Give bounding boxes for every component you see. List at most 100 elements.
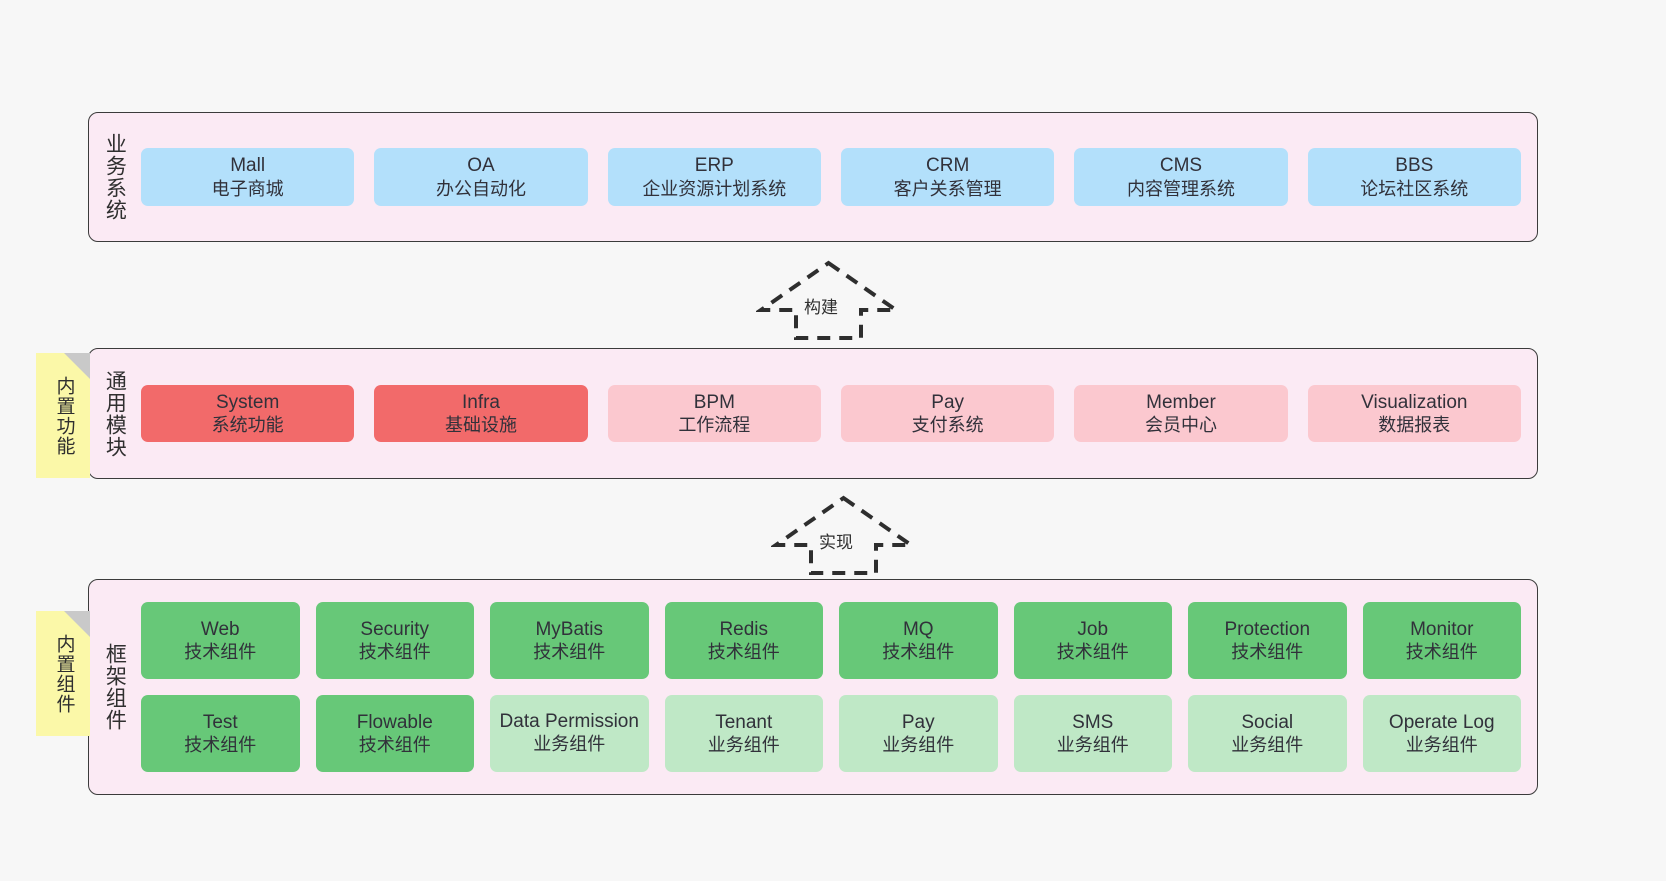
node-data-permission[interactable]: Data Permission 业务组件 (490, 695, 649, 772)
layer-body-generic-module: System 系统功能 Infra 基础设施 BPM 工作流程 Pay 支付系统… (135, 349, 1537, 478)
node-title-en: Member (1146, 391, 1216, 413)
node-title-en: Security (360, 618, 430, 640)
node-title-cn: 办公自动化 (435, 178, 526, 199)
node-erp[interactable]: ERP 企业资源计划系统 (607, 148, 821, 206)
node-redis[interactable]: Redis 技术组件 (664, 602, 823, 679)
node-bpm[interactable]: BPM 工作流程 (607, 384, 821, 443)
node-oa[interactable]: OA 办公自动化 (374, 148, 588, 206)
node-row: System 系统功能 Infra 基础设施 BPM 工作流程 Pay 支付系统… (141, 384, 1521, 443)
node-tenant[interactable]: Tenant 业务组件 (664, 695, 823, 772)
layer-body-business-system: Mall 电子商城 OA 办公自动化 ERP 企业资源计划系统 CRM 客户关系… (135, 113, 1537, 241)
node-title-cn: 工作流程 (678, 415, 751, 436)
node-title-cn: 系统功能 (211, 415, 284, 436)
node-title-en: CRM (926, 155, 970, 177)
node-title-cn: 技术组件 (1056, 642, 1129, 663)
node-title-en: OA (467, 155, 495, 177)
node-title-en: Mall (230, 155, 266, 177)
node-system[interactable]: System 系统功能 (141, 384, 355, 443)
layer-generic-module[interactable]: 通用模块 System 系统功能 Infra 基础设施 BPM 工作流程 Pay… (88, 348, 1538, 479)
arrow-implement-label: 实现 (819, 533, 853, 552)
node-title-cn: 业务组件 (707, 735, 780, 756)
node-title-cn: 会员中心 (1144, 415, 1217, 436)
node-title-cn: 内容管理系统 (1126, 178, 1235, 199)
node-sms[interactable]: SMS 业务组件 (1013, 695, 1172, 772)
arrow-implement-shape (771, 495, 916, 575)
sticky-note-builtin-feature[interactable]: 内置功能 (36, 353, 90, 478)
node-job[interactable]: Job 技术组件 (1013, 602, 1172, 679)
node-title-cn: 业务组件 (1405, 735, 1478, 756)
node-security[interactable]: Security 技术组件 (315, 602, 474, 679)
node-visualization[interactable]: Visualization 数据报表 (1307, 384, 1521, 443)
node-member[interactable]: Member 会员中心 (1074, 384, 1288, 443)
node-flowable[interactable]: Flowable 技术组件 (315, 695, 474, 772)
sticky-note-text: 内置组件 (53, 633, 75, 714)
node-bbs[interactable]: BBS 论坛社区系统 (1307, 148, 1521, 206)
layer-title-business-system: 业务系统 (103, 133, 127, 221)
node-social[interactable]: Social 业务组件 (1188, 695, 1347, 772)
node-title-cn: 电子商城 (211, 178, 284, 199)
layer-body-framework-component: Web 技术组件 Security 技术组件 MyBatis 技术组件 Redi… (135, 580, 1537, 794)
node-protection[interactable]: Protection 技术组件 (1188, 602, 1347, 679)
node-title-cn: 数据报表 (1378, 415, 1451, 436)
node-title-cn: 技术组件 (882, 642, 955, 663)
node-title-en: Pay (901, 711, 935, 733)
node-title-cn: 论坛社区系统 (1360, 178, 1469, 199)
sticky-note-builtin-component[interactable]: 内置组件 (36, 611, 90, 736)
node-monitor[interactable]: Monitor 技术组件 (1362, 602, 1521, 679)
node-title-cn: 业务组件 (533, 733, 606, 754)
node-title-cn: 技术组件 (1231, 642, 1304, 663)
node-title-en: Data Permission (499, 710, 639, 732)
node-title-cn: 技术组件 (184, 642, 257, 663)
node-test[interactable]: Test 技术组件 (141, 695, 300, 772)
arrow-build: 构建 (756, 258, 901, 344)
node-title-en: Job (1077, 618, 1109, 640)
node-cms[interactable]: CMS 内容管理系统 (1074, 148, 1288, 206)
node-crm[interactable]: CRM 客户关系管理 (840, 148, 1055, 206)
node-title-en: Social (1241, 711, 1294, 733)
node-mybatis[interactable]: MyBatis 技术组件 (490, 602, 649, 679)
node-title-en: System (215, 391, 280, 413)
node-title-cn: 业务组件 (1056, 735, 1129, 756)
node-mall[interactable]: Mall 电子商城 (141, 148, 355, 206)
node-title-en: MQ (902, 618, 934, 640)
node-title-en: MyBatis (535, 618, 604, 640)
node-title-cn: 业务组件 (882, 735, 955, 756)
node-pay-component[interactable]: Pay 业务组件 (839, 695, 998, 772)
node-title-en: Flowable (356, 711, 433, 733)
node-title-en: BPM (693, 391, 735, 413)
node-title-cn: 技术组件 (533, 642, 606, 663)
node-title-cn: 客户关系管理 (893, 178, 1002, 199)
node-title-en: BBS (1395, 155, 1434, 177)
node-title-en: Tenant (715, 711, 773, 733)
node-title-en: CMS (1159, 155, 1203, 177)
node-row: Test 技术组件 Flowable 技术组件 Data Permission … (141, 695, 1521, 772)
node-row: Web 技术组件 Security 技术组件 MyBatis 技术组件 Redi… (141, 602, 1521, 679)
node-title-cn: 技术组件 (358, 642, 431, 663)
node-mq[interactable]: MQ 技术组件 (839, 602, 998, 679)
folded-corner-icon (64, 611, 90, 637)
node-title-en: Monitor (1410, 618, 1474, 640)
node-title-cn: 技术组件 (358, 735, 431, 756)
sticky-note-text: 内置功能 (53, 375, 75, 456)
node-title-cn: 基础设施 (444, 415, 517, 436)
node-pay-module[interactable]: Pay 支付系统 (840, 384, 1055, 443)
node-title-en: Web (200, 618, 240, 640)
node-web[interactable]: Web 技术组件 (141, 602, 300, 679)
layer-framework-component[interactable]: 框架组件 Web 技术组件 Security 技术组件 MyBatis 技术组件… (88, 579, 1538, 795)
node-title-en: Protection (1224, 618, 1311, 640)
node-title-en: Infra (461, 391, 500, 413)
node-title-cn: 业务组件 (1231, 735, 1304, 756)
node-title-cn: 技术组件 (707, 642, 780, 663)
arrow-implement: 实现 (771, 493, 916, 579)
node-infra[interactable]: Infra 基础设施 (374, 384, 588, 443)
node-operate-log[interactable]: Operate Log 业务组件 (1362, 695, 1521, 772)
node-title-en: Redis (719, 618, 769, 640)
node-row: Mall 电子商城 OA 办公自动化 ERP 企业资源计划系统 CRM 客户关系… (141, 148, 1521, 206)
node-title-cn: 技术组件 (1405, 642, 1478, 663)
arrow-build-shape (756, 260, 901, 340)
node-title-en: SMS (1072, 711, 1114, 733)
node-title-en: Operate Log (1388, 711, 1495, 733)
layer-title-generic-module: 通用模块 (103, 369, 127, 458)
layer-business-system[interactable]: 业务系统 Mall 电子商城 OA 办公自动化 ERP 企业资源计划系统 CRM… (88, 112, 1538, 242)
